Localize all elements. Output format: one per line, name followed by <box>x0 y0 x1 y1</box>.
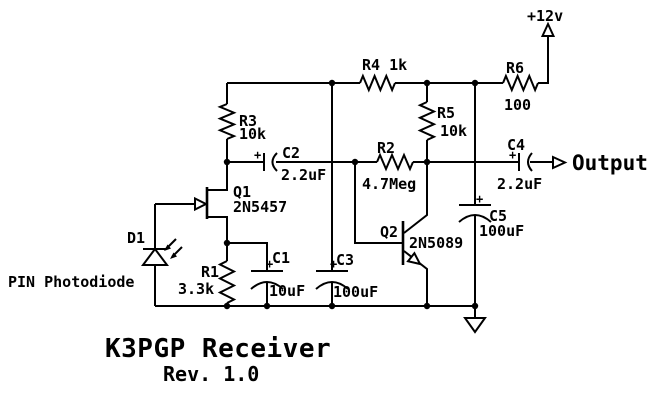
c1-polarity-mark: + <box>266 257 273 271</box>
c1-value-label: 10uF <box>269 282 305 300</box>
resistor-zigzag <box>502 73 539 93</box>
wire <box>354 162 403 244</box>
c3-name-label: C3 <box>336 251 354 269</box>
junction-dot <box>423 79 431 87</box>
junction-dot <box>351 158 359 166</box>
junction-dot <box>423 158 431 166</box>
c5-polarity-mark: + <box>476 192 483 206</box>
output-terminal: Output <box>552 151 648 175</box>
wire <box>538 36 549 84</box>
light-arrowhead-icon <box>164 244 171 251</box>
resistor-r3: R3 10k <box>217 83 266 162</box>
resistor-zigzag <box>359 73 396 93</box>
junction-dot <box>223 239 231 247</box>
c3-polarity-mark: + <box>330 257 337 271</box>
cap-curved-plate <box>271 152 278 172</box>
r4-label: R4 1k <box>362 56 407 74</box>
resistor-zigzag <box>376 152 414 172</box>
top-supply-rail: +12v <box>227 7 563 84</box>
c4-value-label: 2.2uF <box>497 175 542 193</box>
r3-value-label: 10k <box>239 125 266 143</box>
c2-name-label: C2 <box>282 144 300 162</box>
r2-value-label: 4.7Meg <box>362 175 416 193</box>
capacitor-c5: + C5 100uF <box>458 83 524 306</box>
capacitor-c3: + C3 100uF <box>315 83 378 306</box>
junction-dot <box>328 302 336 310</box>
r2-name-label: R2 <box>377 139 395 157</box>
c2-value-label: 2.2uF <box>281 166 326 184</box>
jfet-q1: Q1 2N5457 <box>155 162 287 243</box>
resistor-r5: R5 10k <box>417 83 467 162</box>
resistor-r6: R6 100 <box>502 59 539 114</box>
q1-part-label: 2N5457 <box>233 198 287 216</box>
r6-name-label: R6 <box>506 59 524 77</box>
wire <box>207 216 228 243</box>
c3-value-label: 100uF <box>333 283 378 301</box>
c5-name-label: C5 <box>489 207 507 225</box>
capacitor-c1: + C1 10uF <box>227 242 305 306</box>
supply-label: +12v <box>527 7 563 25</box>
schematic-title: K3PGP Receiver <box>105 334 331 364</box>
cap-curved-plate <box>527 152 533 172</box>
c5-value-label: 100uF <box>479 222 524 240</box>
wire <box>207 162 228 191</box>
r5-value-label: 10k <box>440 122 467 140</box>
photodiode-d1: D1 PIN Photodiode <box>8 204 183 306</box>
bjt-emitter-arrow-icon <box>406 251 422 266</box>
junction-dot <box>223 302 231 310</box>
q2-part-label: 2N5089 <box>409 234 463 252</box>
q2-name-label: Q2 <box>380 223 398 241</box>
q1-name-label: Q1 <box>233 183 251 201</box>
junction-dot <box>328 79 336 87</box>
resistor-r4: R4 1k <box>359 56 407 93</box>
capacitor-c4: + C4 2.2uF <box>497 136 553 193</box>
transistor-q2: Q2 2N5089 <box>354 162 463 306</box>
r1-name-label: R1 <box>201 263 219 281</box>
schematic-revision: Rev. 1.0 <box>163 362 259 386</box>
supply-arrow-icon <box>540 21 556 37</box>
c1-name-label: C1 <box>272 249 290 267</box>
junction-dot <box>471 302 479 310</box>
resistor-r2: R2 4.7Meg <box>362 139 519 193</box>
junction-dot <box>423 302 431 310</box>
junction-dot <box>223 158 231 166</box>
junction-dot <box>471 79 479 87</box>
r6-value-label: 100 <box>504 96 531 114</box>
c4-polarity-mark: + <box>509 148 516 162</box>
output-arrow-icon <box>552 155 568 170</box>
resistor-zigzag <box>217 260 237 304</box>
ground-terminal <box>463 306 487 334</box>
c4-name-label: C4 <box>507 136 525 154</box>
r1-value-label: 3.3k <box>178 280 214 298</box>
capacitor-c2: + C2 2.2uF <box>227 144 377 184</box>
jfet-gate-arrow-icon <box>194 196 209 212</box>
d1-caption-label: PIN Photodiode <box>8 273 134 291</box>
resistor-zigzag <box>417 101 437 141</box>
junction-dots <box>223 79 479 310</box>
junction-dot <box>263 302 271 310</box>
d1-name-label: D1 <box>127 229 145 247</box>
wire <box>403 162 428 234</box>
resistor-zigzag <box>217 103 237 140</box>
c2-polarity-mark: + <box>254 148 261 162</box>
diode-triangle <box>141 247 169 266</box>
output-label: Output <box>572 151 648 175</box>
r5-name-label: R5 <box>437 104 455 122</box>
r3-name-label: R3 <box>239 112 257 130</box>
ground-symbol-icon <box>463 317 487 334</box>
light-arrowhead-icon <box>170 252 177 259</box>
wire <box>227 242 268 271</box>
resistor-r1: R1 3.3k <box>178 243 237 306</box>
